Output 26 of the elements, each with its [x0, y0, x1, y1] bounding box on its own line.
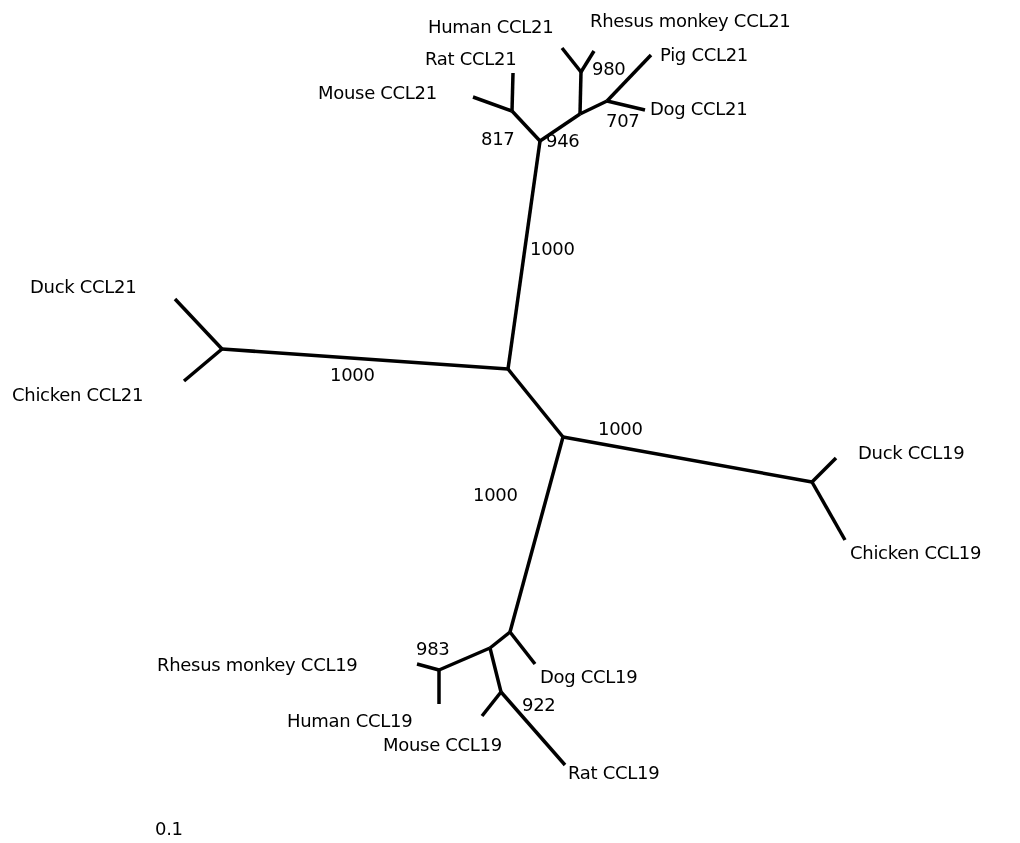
bootstrap-value: 1000 — [473, 484, 518, 506]
bootstrap-value: 946 — [546, 130, 580, 152]
bootstrap-value: 707 — [606, 110, 640, 132]
taxon-label: Mouse CCL19 — [383, 734, 502, 756]
taxon-label: Rhesus monkey CCL19 — [157, 654, 358, 676]
taxon-label: Chicken CCL19 — [850, 542, 982, 564]
bootstrap-value: 1000 — [330, 364, 375, 386]
taxon-label: Human CCL19 — [287, 710, 413, 732]
taxon-label: Dog CCL19 — [540, 666, 638, 688]
taxon-label: Rat CCL21 — [425, 48, 517, 70]
taxon-label: Dog CCL21 — [650, 98, 748, 120]
scale-value: 0.1 — [155, 818, 183, 840]
bootstrap-value: 980 — [592, 58, 626, 80]
taxon-label: Rhesus monkey CCL21 — [590, 10, 791, 32]
bootstrap-value: 983 — [416, 638, 450, 660]
taxon-label: Human CCL21 — [428, 16, 554, 38]
taxon-label: Chicken CCL21 — [12, 384, 144, 406]
taxon-label: Duck CCL21 — [30, 276, 137, 298]
taxon-label: Mouse CCL21 — [318, 82, 437, 104]
bootstrap-value: 817 — [481, 128, 515, 150]
taxon-label: Rat CCL19 — [568, 762, 660, 784]
taxon-label: Pig CCL21 — [660, 44, 748, 66]
taxon-label: Duck CCL19 — [858, 442, 965, 464]
bootstrap-value: 922 — [522, 694, 556, 716]
bootstrap-value: 1000 — [598, 418, 643, 440]
bootstrap-value: 1000 — [530, 238, 575, 260]
